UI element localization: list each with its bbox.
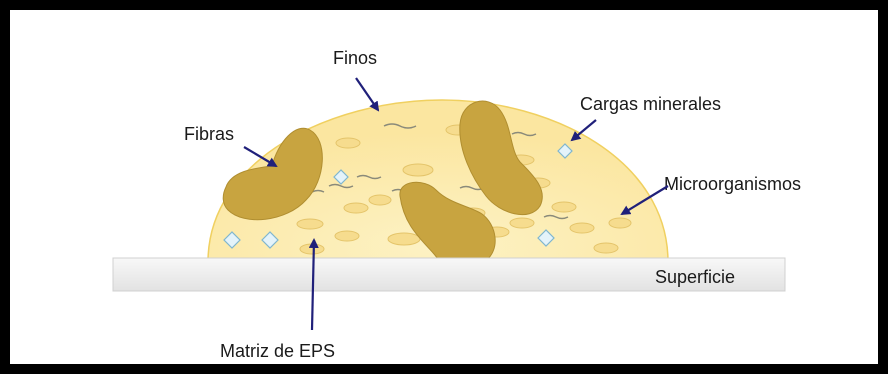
- label-finos: Finos: [333, 48, 377, 68]
- label-microorganismos: Microorganismos: [664, 174, 801, 194]
- arrow-finos: [356, 78, 378, 110]
- label-cargas-minerales: Cargas minerales: [580, 94, 721, 114]
- label-matriz-eps: Matriz de EPS: [220, 341, 335, 361]
- label-superficie: Superficie: [655, 267, 735, 287]
- label-fibras: Fibras: [184, 124, 234, 144]
